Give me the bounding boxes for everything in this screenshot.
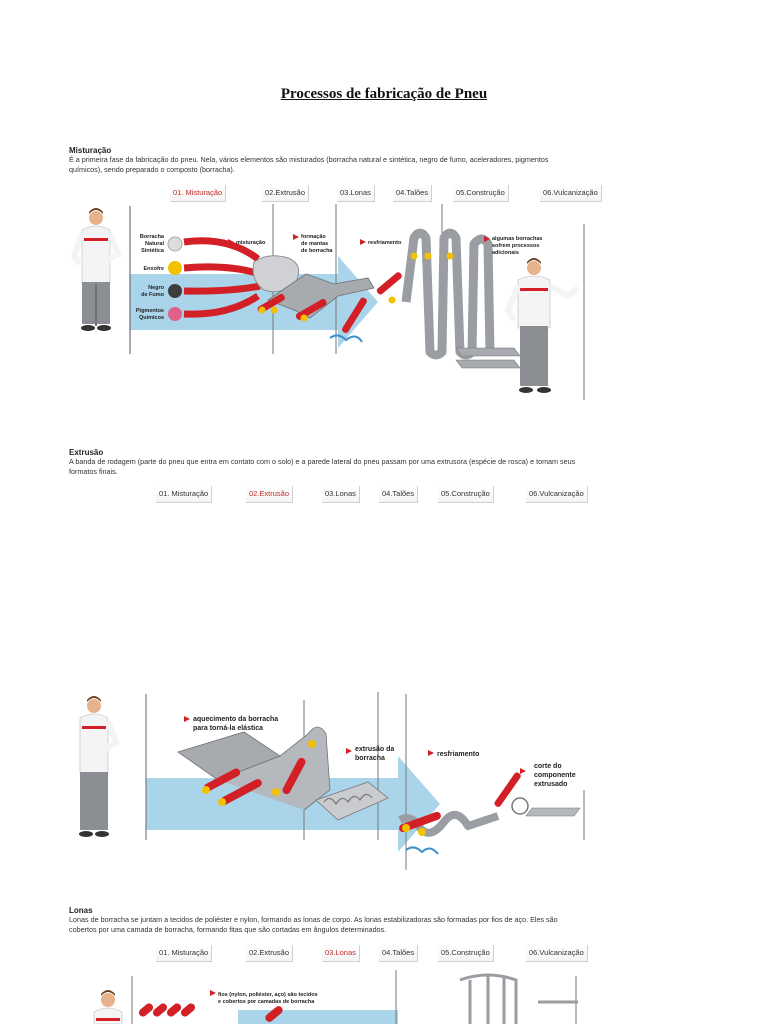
label-resfriamento: resfriamento <box>368 240 402 246</box>
extruder-screw <box>315 781 389 821</box>
label-marker <box>360 239 366 245</box>
tab-lonas[interactable]: 03.Lonas <box>337 185 375 202</box>
misturacao-illustration: Borracha Natural Sintética Enxofre Negro… <box>68 204 588 400</box>
label-formacao: formação <box>301 234 326 240</box>
label-marker <box>184 716 190 722</box>
section-heading-lonas: Lonas <box>69 906 93 915</box>
section-heading-extrusao: Extrusão <box>69 448 104 457</box>
rollers <box>202 740 316 806</box>
mix-arrow <box>183 282 261 295</box>
label-marker <box>228 239 234 245</box>
tab-vulcanizacao[interactable]: 06.Vulcanização <box>540 185 602 202</box>
tab-construcao[interactable]: 05.Construção <box>453 185 509 202</box>
mix-arrow <box>183 293 260 318</box>
process-tabs-3: 01. Misturação 02.Extrusão 03.Lonas 04.T… <box>146 945 596 963</box>
rollers <box>257 272 402 333</box>
label-formacao: de mantas <box>301 241 328 247</box>
cut-piece <box>525 807 581 817</box>
label-pigmentos: Pigmentos <box>136 308 164 314</box>
label-marker <box>520 768 526 774</box>
tab-construcao[interactable]: 05.Construção <box>438 945 494 962</box>
tab-lonas[interactable]: 03.Lonas <box>322 486 360 503</box>
worker-figure <box>93 990 123 1024</box>
section-text-lonas: Lonas de borracha se juntam a tecidos de… <box>69 915 558 934</box>
label-extrusao: borracha <box>355 755 385 762</box>
cooling-strip <box>398 811 500 837</box>
water-splash <box>329 334 363 343</box>
label-extrusao: extrusão da <box>355 746 394 753</box>
section-text-extrusao: A banda de rodagem (parte do pneu que en… <box>69 457 576 476</box>
page-title: Processos de fabricação de Pneu <box>280 86 488 102</box>
tab-extrusao[interactable]: 02.Extrusão <box>262 185 310 202</box>
label-fios: e cobertos por camadas de borracha <box>218 999 315 1005</box>
tab-vulcanizacao[interactable]: 06.Vulcanização <box>526 486 588 503</box>
label-negro: de Fumo <box>141 292 165 298</box>
tab-extrusao[interactable]: 02.Extrusão <box>246 486 294 503</box>
worker-figure <box>70 208 122 331</box>
label-resfriamento: resfriamento <box>437 751 479 758</box>
mix-arrow <box>183 237 261 262</box>
extrusao-illustration: aquecimento da borracha para torná-la el… <box>68 690 588 878</box>
tab-taloes[interactable]: 04.Talões <box>379 486 419 503</box>
tab-construcao[interactable]: 05.Construção <box>438 486 494 503</box>
label-corte: extrusado <box>534 781 567 788</box>
machine-frame <box>459 973 518 1024</box>
ingredient-ball-negro <box>168 284 182 298</box>
label-borracha: Natural <box>145 241 164 247</box>
process-flow-arrow <box>238 1010 398 1024</box>
ingredient-ball-enxofre <box>168 261 182 275</box>
cutter-blade <box>511 797 529 815</box>
cooling-festoon <box>401 228 495 360</box>
label-marker <box>484 236 490 242</box>
label-algumas: adicionais <box>492 250 519 256</box>
process-tabs-1: 01. Misturação 02.Extrusão 03.Lonas 04.T… <box>160 185 608 203</box>
ingredient-ball-borracha <box>167 236 183 252</box>
label-algumas: algumas borrachas <box>492 236 542 242</box>
label-aquecimento: aquecimento da borracha <box>193 716 278 723</box>
tab-taloes[interactable]: 04.Talões <box>379 945 419 962</box>
section-heading-misturacao: Misturação <box>69 146 112 155</box>
tab-misturacao[interactable]: 01. Misturação <box>156 486 213 503</box>
tab-extrusao[interactable]: 02.Extrusão <box>246 945 294 962</box>
tab-misturacao[interactable]: 01. Misturação <box>170 185 227 202</box>
label-algumas: sofrem processos <box>492 243 539 249</box>
label-borracha: Borracha <box>140 234 165 240</box>
label-borracha: Sintética <box>141 248 165 254</box>
label-mistura: misturação <box>236 240 266 246</box>
label-formacao: de borracha <box>301 248 333 254</box>
thread-spools <box>138 1003 283 1022</box>
label-negro: Negro <box>148 285 165 291</box>
tab-taloes[interactable]: 04.Talões <box>393 185 433 202</box>
tab-vulcanizacao[interactable]: 06.Vulcanização <box>526 945 588 962</box>
mix-arrow <box>183 263 262 278</box>
label-aquecimento: para torná-la elástica <box>193 725 263 732</box>
ingredient-ball-pigmentos <box>168 307 182 321</box>
tab-misturacao[interactable]: 01. Misturação <box>156 945 213 962</box>
worker-figure <box>504 258 580 393</box>
label-marker <box>293 234 299 240</box>
label-pigmentos: Químicos <box>139 315 164 321</box>
label-marker <box>428 750 434 756</box>
section-text-misturacao: É a primeira fase da fabricação do pneu.… <box>69 155 549 174</box>
label-marker <box>346 748 352 754</box>
label-corte: corte do <box>534 763 562 770</box>
process-tabs-2: 01. Misturação 02.Extrusão 03.Lonas 04.T… <box>146 486 596 504</box>
worker-figure <box>79 696 120 837</box>
cutter-arm <box>494 772 521 807</box>
water-splash <box>405 846 439 855</box>
label-fios: fios (nylon, poliéster, aço) são tecidos <box>218 992 318 998</box>
label-corte: componente <box>534 772 576 779</box>
label-marker <box>210 990 216 996</box>
label-enxofre: Enxofre <box>144 266 164 272</box>
lonas-illustration: fios (nylon, poliéster, aço) são tecidos… <box>68 966 588 1024</box>
tab-lonas[interactable]: 03.Lonas <box>322 945 360 962</box>
